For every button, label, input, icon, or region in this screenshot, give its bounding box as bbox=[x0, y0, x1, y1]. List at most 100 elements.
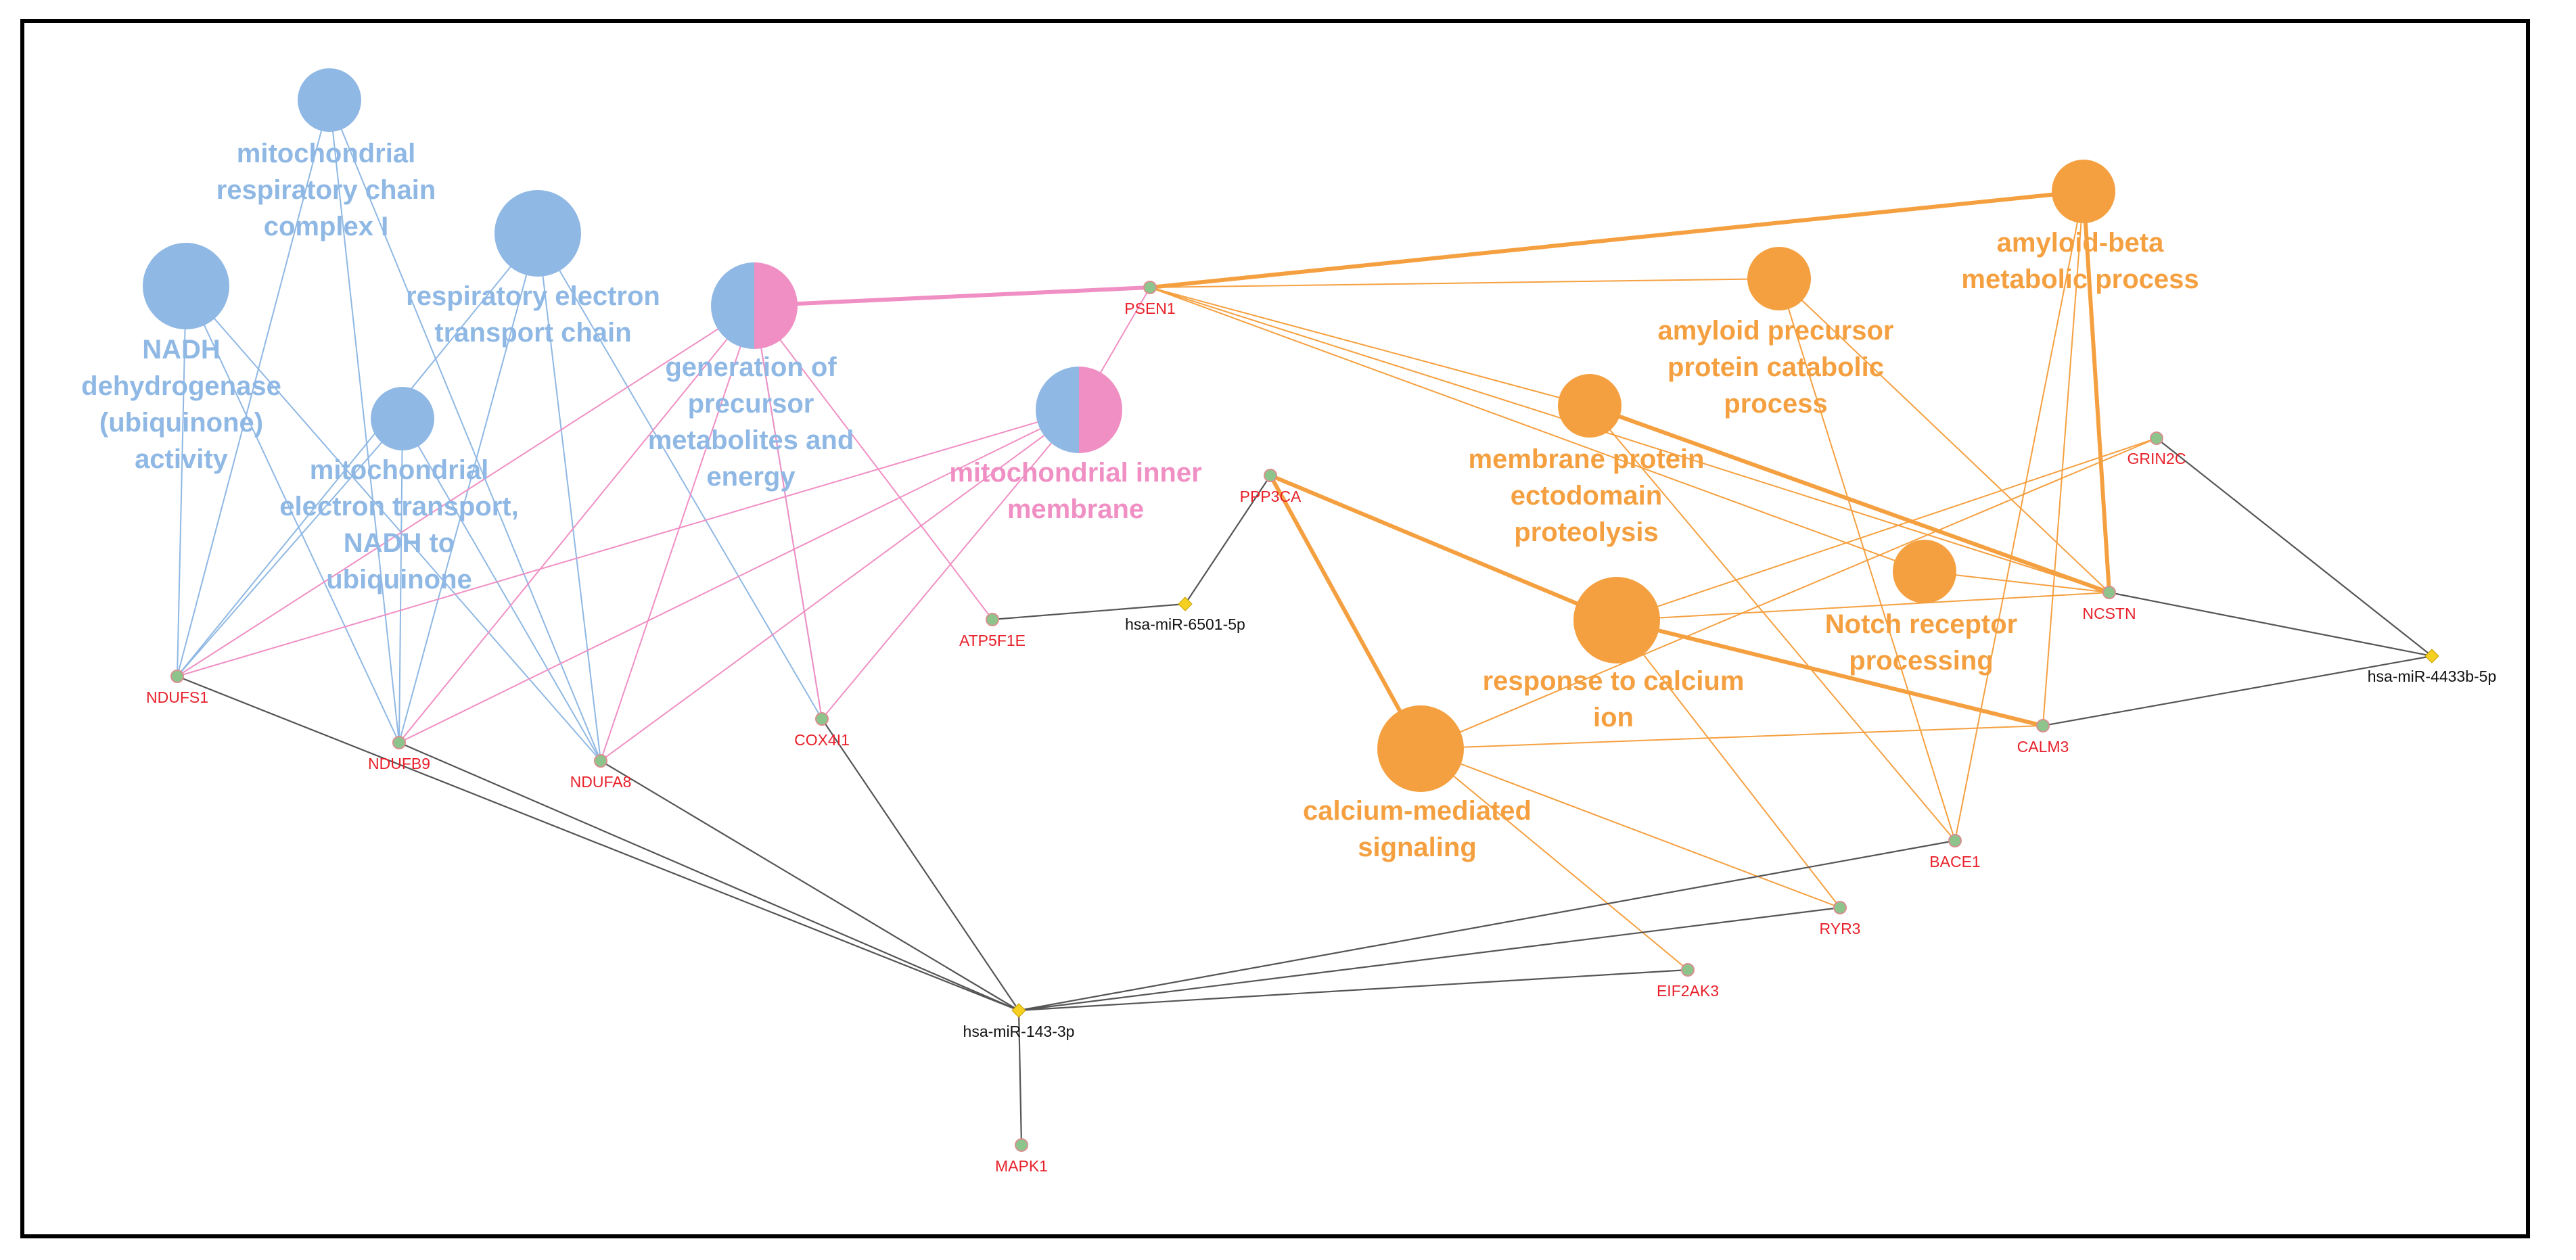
mirna-node-m6501[interactable] bbox=[1178, 597, 1193, 611]
edge-nadh-NDUFS1 bbox=[177, 285, 187, 677]
edge-rci-CALM3 bbox=[1616, 618, 2044, 728]
term-node-app[interactable] bbox=[1747, 247, 1811, 310]
edge-mpe-NCSTN bbox=[1588, 404, 2111, 594]
gene-label-RYR3: RYR3 bbox=[1820, 920, 1861, 937]
gene-label-GRIN2C: GRIN2C bbox=[2128, 450, 2186, 467]
edge-app-PSEN1 bbox=[1149, 278, 1780, 288]
edge-retc-COX4I1 bbox=[537, 233, 823, 720]
edge-m143-NDUFB9 bbox=[398, 741, 1019, 1012]
mirna-node-m143[interactable] bbox=[1011, 1003, 1026, 1018]
mirna-label-m4433: hsa-miR-4433b-5p bbox=[2368, 668, 2496, 685]
gene-label-EIF2AK3: EIF2AK3 bbox=[1657, 982, 1719, 1000]
term-node-gen[interactable] bbox=[711, 262, 798, 349]
term-label-line: process bbox=[1724, 389, 1827, 419]
term-node-cms[interactable] bbox=[1377, 705, 1464, 792]
edge-PPP3CA-cms bbox=[1268, 474, 1423, 750]
gene-label-NDUFS1: NDUFS1 bbox=[146, 689, 208, 706]
gene-label-NDUFA8: NDUFA8 bbox=[570, 773, 632, 791]
edge-m143-RYR3 bbox=[1018, 906, 1841, 1012]
edge-m4433-NCSTN bbox=[2109, 591, 2433, 657]
term-label-line: generation of bbox=[665, 352, 837, 382]
edge-retc-NDUFS1 bbox=[177, 233, 538, 677]
edge-gen-ATP5F1E bbox=[754, 305, 993, 620]
gene-node-PPP3CA[interactable] bbox=[1264, 469, 1277, 482]
gene-node-MAPK1[interactable] bbox=[1015, 1138, 1028, 1152]
edge-mrc1-NDUFB9 bbox=[329, 99, 400, 743]
edge-gen-COX4I1 bbox=[754, 305, 823, 720]
edge-mim-COX4I1 bbox=[821, 409, 1080, 720]
term-label-line: mitochondrial bbox=[237, 139, 415, 168]
term-node-metn[interactable] bbox=[371, 387, 434, 450]
gene-node-EIF2AK3[interactable] bbox=[1681, 963, 1695, 977]
edge-mpe-PSEN1 bbox=[1149, 287, 1590, 406]
term-label-line: mitochondrial bbox=[310, 455, 488, 485]
edge-abeta-PSEN1 bbox=[1149, 189, 2084, 289]
gene-label-ATP5F1E: ATP5F1E bbox=[959, 632, 1026, 649]
term-label-line: transport chain bbox=[434, 318, 631, 348]
gene-node-RYR3[interactable] bbox=[1833, 901, 1847, 914]
gene-node-BACE1[interactable] bbox=[1948, 834, 1962, 847]
edge-abeta-CALM3 bbox=[2042, 191, 2084, 726]
gene-node-NDUFB9[interactable] bbox=[392, 736, 406, 749]
gene-node-NDUFS1[interactable] bbox=[170, 670, 184, 683]
gene-node-NCSTN[interactable] bbox=[2102, 586, 2116, 599]
gene-label-MAPK1: MAPK1 bbox=[995, 1157, 1048, 1175]
term-label-line: amyloid precursor bbox=[1657, 316, 1893, 346]
gene-node-NDUFA8[interactable] bbox=[594, 754, 607, 768]
gene-node-CALM3[interactable] bbox=[2036, 719, 2050, 732]
term-label-line: mitochondrial inner bbox=[949, 458, 1201, 488]
term-label-line: activity bbox=[135, 444, 229, 474]
term-label-line: amyloid-beta bbox=[1997, 228, 2164, 258]
edge-metn-NDUFS1 bbox=[177, 418, 403, 677]
term-label-line: Notch receptor bbox=[1825, 609, 2018, 639]
term-label-line: proteolysis bbox=[1514, 517, 1658, 547]
term-label-line: electron transport, bbox=[279, 492, 518, 521]
edge-nadh-NDUFB9 bbox=[185, 285, 400, 743]
gene-label-PSEN1: PSEN1 bbox=[1124, 300, 1175, 317]
nodes-layer bbox=[143, 68, 2439, 1152]
mirna-node-m4433[interactable] bbox=[2424, 649, 2439, 663]
gene-node-COX4I1[interactable] bbox=[815, 712, 829, 726]
gene-node-GRIN2C[interactable] bbox=[2150, 431, 2163, 445]
edge-cms-RYR3 bbox=[1420, 748, 1841, 908]
term-label-line: complex I bbox=[264, 212, 389, 241]
edge-retc-NDUFB9 bbox=[398, 233, 538, 743]
term-node-mrc1[interactable] bbox=[298, 68, 361, 132]
term-node-mpe[interactable] bbox=[1558, 374, 1622, 438]
term-node-mim[interactable] bbox=[1036, 367, 1122, 453]
edge-cms-GRIN2C bbox=[1420, 438, 2157, 749]
gene-label-CALM3: CALM3 bbox=[2017, 738, 2069, 755]
gene-node-PSEN1[interactable] bbox=[1143, 281, 1157, 294]
term-label-line: membrane bbox=[1007, 494, 1144, 524]
edge-abeta-BACE1 bbox=[1954, 191, 2084, 841]
term-node-rci[interactable] bbox=[1573, 577, 1660, 663]
gene-label-COX4I1: COX4I1 bbox=[794, 731, 850, 749]
edge-app-NCSTN bbox=[1778, 278, 2110, 593]
edge-PPP3CA-rci bbox=[1269, 473, 1618, 622]
gene-node-ATP5F1E[interactable] bbox=[986, 613, 999, 626]
edge-metn-NDUFB9 bbox=[398, 418, 403, 743]
edge-gen-PSEN1 bbox=[754, 285, 1151, 308]
term-label-rci: response to calcium ion bbox=[1483, 666, 1745, 732]
edge-m4433-GRIN2C bbox=[2156, 438, 2433, 657]
edge-mpe-BACE1 bbox=[1589, 405, 1956, 841]
gene-label-BACE1: BACE1 bbox=[1929, 853, 1980, 870]
edge-abeta-NCSTN bbox=[2082, 191, 2111, 593]
term-label-line: ion bbox=[1593, 703, 1634, 732]
term-label-line: response to calcium bbox=[1483, 666, 1745, 696]
edge-retc-NDUFA8 bbox=[537, 233, 601, 762]
term-node-nadh[interactable] bbox=[143, 243, 229, 329]
edge-cms-CALM3 bbox=[1420, 725, 2044, 749]
term-node-retc[interactable] bbox=[495, 190, 581, 277]
gene-label-NCSTN: NCSTN bbox=[2082, 605, 2136, 622]
edge-m4433-CALM3 bbox=[2042, 655, 2433, 727]
edge-m143-COX4I1 bbox=[821, 718, 1019, 1011]
term-node-abeta[interactable] bbox=[2052, 160, 2115, 223]
term-node-notch[interactable] bbox=[1893, 540, 1956, 603]
edge-m6501-PPP3CA bbox=[1184, 475, 1271, 605]
